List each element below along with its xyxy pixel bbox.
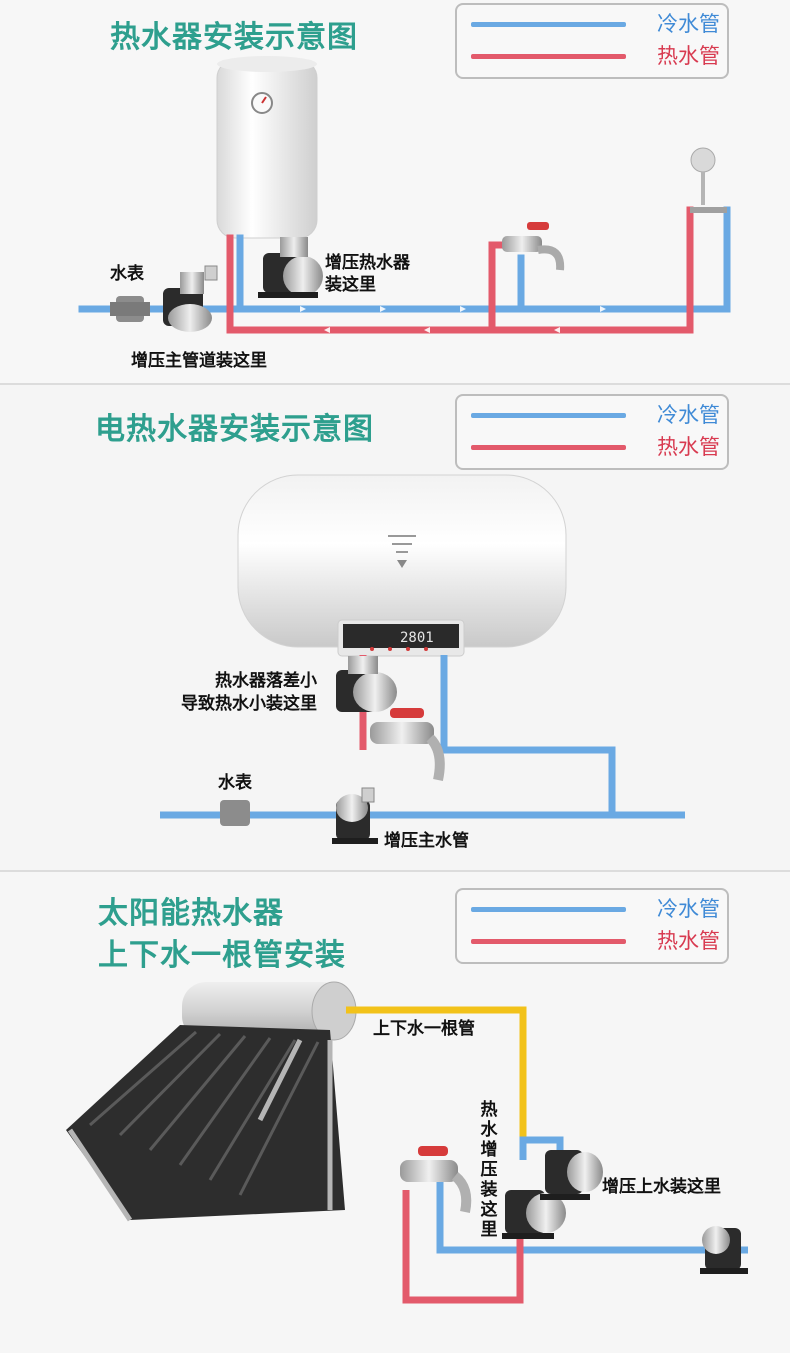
main-booster-pump-icon <box>163 265 218 332</box>
heater-booster-pump-icon <box>258 237 323 298</box>
hot-pipe-swatch <box>471 445 626 450</box>
small-drop-label-line2: 导致热水小装这里 <box>181 694 317 714</box>
section-divider <box>0 383 790 385</box>
cold-pipe-legend-label: 冷水管 <box>657 897 720 921</box>
hot-pipe-legend-label: 热水管 <box>657 44 720 68</box>
section-divider <box>0 870 790 872</box>
legend-1: 冷水管 热水管 <box>455 3 729 79</box>
section3-title-line1: 太阳能热水器 <box>98 896 284 931</box>
cold-pipe-swatch <box>471 907 626 912</box>
hot-pipe-swatch <box>471 54 626 59</box>
water-meter-icon <box>110 296 150 322</box>
cold-pipe-swatch <box>471 22 626 27</box>
upper-water-label: 增压上水装这里 <box>602 1177 721 1197</box>
main-booster-pump-icon <box>700 1226 748 1274</box>
legend-3: 冷水管 热水管 <box>455 888 729 964</box>
cold-pipe-legend-label: 冷水管 <box>657 403 720 427</box>
upper-water-pump-icon <box>540 1150 603 1200</box>
legend-2: 冷水管 热水管 <box>455 394 729 470</box>
faucet-icon <box>502 222 565 271</box>
faucet-icon <box>400 1146 472 1214</box>
water-meter-label: 水表 <box>110 264 144 284</box>
booster-heater-label-line1: 增压热水器 <box>325 253 410 273</box>
water-meter-label: 水表 <box>218 773 252 793</box>
shower-head-icon <box>690 147 727 213</box>
main-pipe-label: 增压主水管 <box>384 831 469 851</box>
section1-diagram <box>78 56 731 334</box>
vertical-water-heater <box>216 56 318 239</box>
single-pipe-label: 上下水一根管 <box>373 1019 475 1039</box>
hot-pipe-swatch <box>471 939 626 944</box>
booster-heater-label-line2: 装这里 <box>325 275 376 295</box>
solar-water-heater <box>66 981 357 1222</box>
hot-booster-label: 热水增压装这里 <box>480 1100 498 1240</box>
section2-title: 电热水器安装示意图 <box>95 412 374 447</box>
cold-pipe-legend-label: 冷水管 <box>657 12 720 36</box>
hot-pipe-legend-label: 热水管 <box>657 435 720 459</box>
hot-booster-pump-icon <box>502 1190 566 1239</box>
main-pipe-booster-label: 增压主管道装这里 <box>131 351 267 371</box>
hot-pipe-legend-label: 热水管 <box>657 929 720 953</box>
cold-pipe-swatch <box>471 413 626 418</box>
section3-title-line2: 上下水一根管安装 <box>98 938 346 973</box>
small-drop-label-line1: 热水器落差小 <box>215 671 317 691</box>
section1-title: 热水器安装示意图 <box>110 20 358 55</box>
